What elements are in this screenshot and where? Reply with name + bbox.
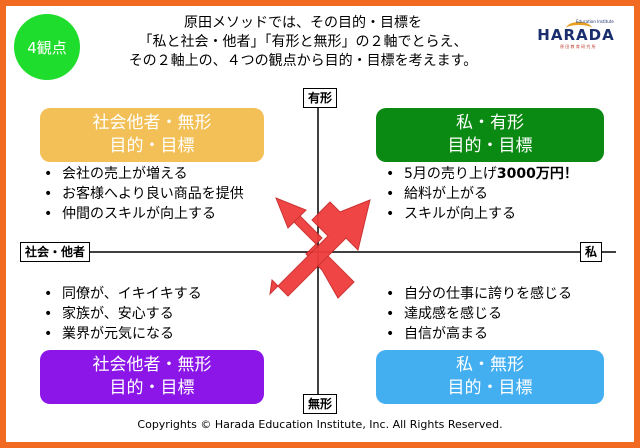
quadrant-bottom-right-title-1: 私・無形 — [456, 355, 524, 375]
intro-text: 原田メソッドでは、その目的・目標を 「私と社会・他者」「有形と無形」の２軸でとら… — [88, 14, 518, 71]
sales-target-amount: 3000万円！ — [496, 166, 578, 182]
list-item: 5月の売り上げ3000万円！ — [386, 164, 578, 184]
axis-label-intangible: 無形 — [303, 394, 338, 414]
quadrant-top-right-box: 私・有形 目的・目標 — [376, 108, 604, 162]
axis-label-self: 私 — [580, 242, 603, 262]
list-item: 家族が、安心する — [44, 304, 202, 324]
logo-swoosh-icon — [566, 22, 592, 35]
list-item: 自信が高まる — [386, 324, 572, 344]
copyright-notice: Copyrights © Harada Education Institute,… — [137, 418, 503, 431]
badge-label: 4観点 — [27, 38, 67, 57]
bottom-right-bullet-list: 自分の仕事に誇りを感じる 達成感を感じる 自信が高まる — [386, 284, 572, 344]
list-item: 仲間のスキルが向上する — [44, 204, 244, 224]
quadrant-top-right-title-1: 私・有形 — [456, 113, 524, 133]
top-left-bullet-list: 会社の売上が増える お客様へより良い商品を提供 仲間のスキルが向上する — [44, 164, 244, 224]
intro-line-2: 「私と社会・他者」「有形と無形」の２軸でとらえ、 — [138, 34, 468, 50]
quadrant-top-left-title-1: 社会他者・無形 — [92, 113, 212, 133]
bottom-left-bullet-list: 同僚が、イキイキする 家族が、安心する 業界が元気になる — [44, 284, 202, 344]
list-item: 会社の売上が増える — [44, 164, 244, 184]
quadrant-bottom-left-title-1: 社会他者・無形 — [92, 355, 212, 375]
quadrant-top-right-title-2: 目的・目標 — [447, 136, 533, 156]
arrow-up-right — [269, 199, 371, 297]
list-item: 達成感を感じる — [386, 304, 572, 324]
quadrant-bottom-left-title-2: 目的・目標 — [109, 378, 195, 398]
list-item: 同僚が、イキイキする — [44, 284, 202, 304]
quadrant-bottom-right-box: 私・無形 目的・目標 — [376, 350, 604, 404]
intro-line-1: 原田メソッドでは、その目的・目標を — [184, 15, 422, 31]
list-item: 業界が元気になる — [44, 324, 202, 344]
quadrant-bottom-right-title-2: 目的・目標 — [447, 378, 533, 398]
logo-text: HARADA — [537, 26, 615, 44]
top-right-bullet-list: 5月の売り上げ3000万円！ 給料が上がる スキルが向上する — [386, 164, 578, 224]
logo-subtagline: 原 田 教 育 研 究 所 — [560, 44, 596, 49]
harada-logo: Education Institute HARADA 原 田 教 育 研 究 所 — [528, 16, 624, 50]
axis-label-tangible: 有形 — [303, 88, 338, 108]
quadrant-top-left-title-2: 目的・目標 — [109, 136, 195, 156]
cross-arrows-icon — [269, 197, 371, 299]
sales-target-prefix: 5月の売り上げ — [404, 166, 497, 182]
quadrant-top-left-box: 社会他者・無形 目的・目標 — [40, 108, 264, 162]
axis-label-society: 社会・他者 — [20, 242, 91, 262]
quadrant-bottom-left-box: 社会他者・無形 目的・目標 — [40, 350, 264, 404]
list-item: 自分の仕事に誇りを感じる — [386, 284, 572, 304]
list-item: スキルが向上する — [386, 204, 578, 224]
list-item: 給料が上がる — [386, 184, 578, 204]
logo-tagline: Education Institute — [576, 19, 614, 24]
intro-line-3: その２軸上の、４つの観点から目的・目標を考えます。 — [128, 53, 478, 69]
list-item: お客様へより良い商品を提供 — [44, 184, 244, 204]
viewpoints-badge: 4観点 — [14, 14, 80, 80]
